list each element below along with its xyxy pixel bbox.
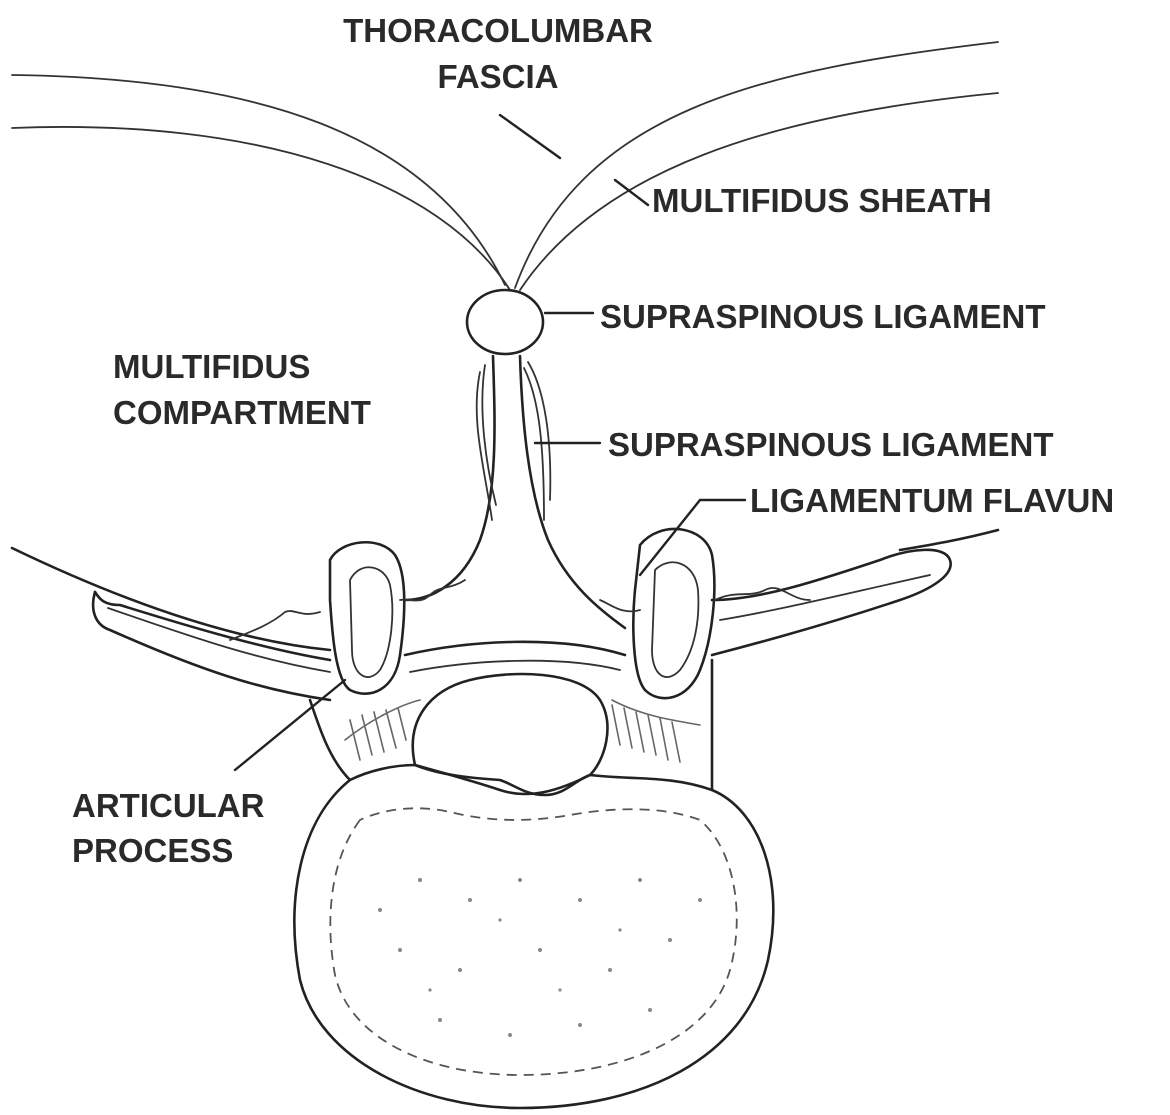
pedicle-hatching [345, 700, 700, 762]
label-multifidus-compartment-line2: COMPARTMENT [113, 394, 371, 431]
label-supraspinous-ligament-mid: SUPRASPINOUS LIGAMENT [608, 426, 1054, 463]
label-articular-process-line2: PROCESS [72, 832, 233, 869]
label-thoracolumbar-fascia-line1: THORACOLUMBAR [343, 12, 653, 49]
vertebral-body [294, 765, 773, 1108]
supraspinous-ligament-shape [467, 290, 543, 354]
label-multifidus-sheath: MULTIFIDUS SHEATH [652, 182, 992, 219]
left-transverse-process [12, 548, 350, 780]
label-thoracolumbar-fascia-line2: FASCIA [437, 58, 558, 95]
label-supraspinous-ligament-top: SUPRASPINOUS LIGAMENT [600, 298, 1046, 335]
vertebral-arch [405, 356, 625, 672]
left-articular-process-shape [330, 542, 465, 693]
label-ligamentum-flavun: LIGAMENTUM FLAVUN [750, 482, 1114, 519]
label-articular-process-line1: ARTICULAR [72, 787, 265, 824]
spinal-canal [413, 674, 608, 795]
label-multifidus-compartment-line1: MULTIFIDUS [113, 348, 310, 385]
right-transverse-process [712, 530, 998, 790]
